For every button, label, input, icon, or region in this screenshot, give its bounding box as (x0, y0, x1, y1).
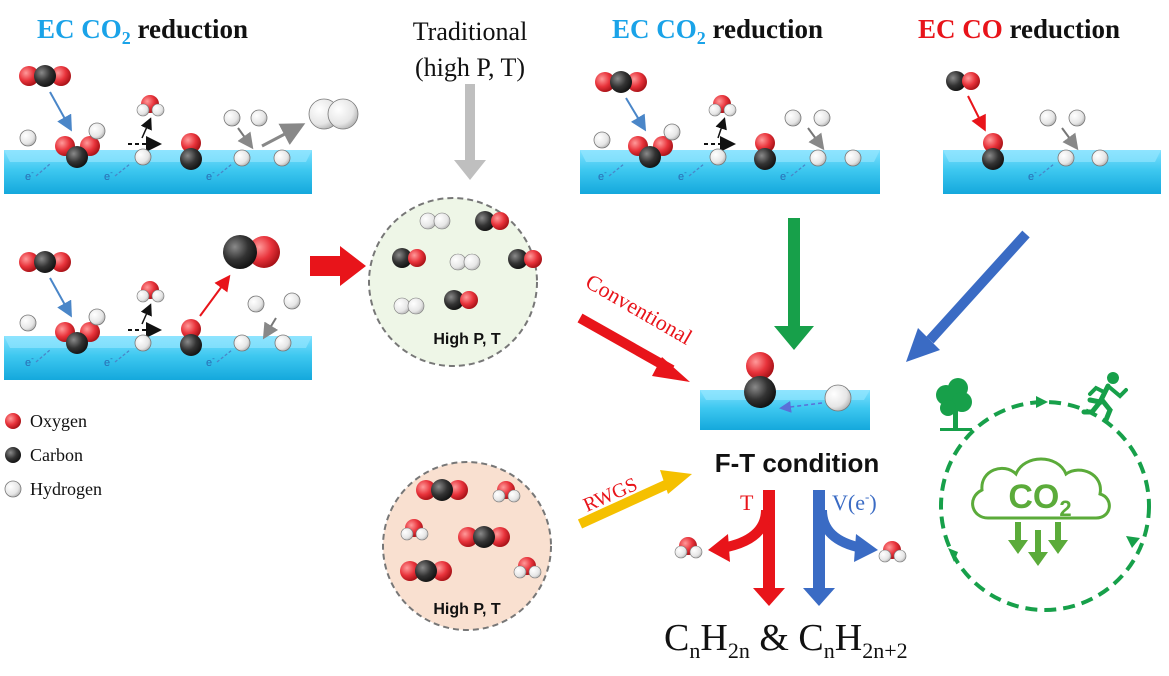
co2-molecule (19, 65, 71, 87)
legend-oxygen-swatch (5, 413, 21, 429)
hydrogen-atom (134, 148, 152, 166)
syngas-molecules (392, 211, 542, 315)
header-ec-co2-left: EC CO2 reduction (37, 14, 248, 48)
circle-label-top: High P, T (433, 331, 500, 348)
hydrogen-atom (663, 123, 681, 141)
hydrocarbon-products: CnH2n & CnH2n+2 (664, 617, 908, 663)
water-molecule (878, 541, 907, 563)
hydrogen-atom (709, 148, 727, 166)
electron-label: e- (1028, 168, 1037, 183)
adsorbed-co2 (55, 322, 100, 354)
header-ec-co2-right: EC CO2 reduction (612, 14, 823, 48)
surface-top-left (4, 150, 312, 194)
hydrogen-atom (273, 149, 291, 167)
hydrogen-atom (134, 334, 152, 352)
electron-label: e- (104, 354, 113, 369)
hydrogen-atom (223, 109, 241, 127)
electron-label: e- (780, 168, 789, 183)
high-pt-circle-syngas (368, 197, 538, 367)
hydrogen-atom (283, 292, 301, 310)
conventional-arrow (577, 313, 690, 382)
legend-hydrogen-label: Hydrogen (30, 479, 102, 499)
co2-cloud-label: CO2 (1008, 478, 1071, 521)
hydrogen-atom (19, 129, 37, 147)
v-branch-arrow (803, 490, 878, 606)
conventional-label: Conventional (582, 269, 697, 350)
hydrogen-atom (1057, 149, 1075, 167)
header-ec-co: EC CO reduction (918, 14, 1120, 44)
adsorbed-co2 (628, 136, 673, 168)
green-down-arrow (774, 218, 814, 350)
legend-hydrogen-swatch (4, 480, 22, 498)
hydrogen-atom (88, 122, 106, 140)
cycle-arrowhead (1126, 536, 1140, 548)
ft-adsorbed-co (744, 352, 776, 408)
hydrogen-atom (233, 149, 251, 167)
legend-carbon-swatch (5, 447, 21, 463)
rwgs-molecules (400, 479, 542, 582)
hydrogen-atom (19, 314, 37, 332)
ft-condition-label: F-T condition (715, 448, 880, 478)
t-label: T (740, 490, 754, 515)
hydrogen-atom (274, 334, 292, 352)
tree-icon (936, 378, 972, 431)
electron-label: e- (25, 168, 34, 183)
electron-label: e- (598, 168, 607, 183)
hydrogen-atom (250, 109, 268, 127)
water-molecule (136, 95, 165, 117)
adsorbed-co2 (55, 136, 100, 168)
surface-bottom-left (4, 336, 312, 380)
hydrogen-atom (809, 149, 827, 167)
legend-carbon-label: Carbon (30, 445, 83, 465)
electron-label: e- (206, 168, 215, 183)
traditional-arrow (454, 84, 486, 180)
running-person-icon (1081, 372, 1128, 423)
water-molecule (708, 95, 737, 117)
legend: Oxygen Carbon Hydrogen (4, 411, 102, 499)
adsorbed-co (180, 319, 202, 356)
hydrogen-atom (844, 149, 862, 167)
blue-diagonal-arrow (906, 230, 1030, 362)
co2-molecule (19, 251, 71, 273)
t-branch-arrow (708, 490, 785, 606)
water-molecule (674, 537, 703, 559)
carbon-cycle-ring (939, 400, 1151, 612)
hydrogen-atom (88, 308, 106, 326)
surface-top-middle (580, 150, 880, 194)
electron-label: e- (206, 354, 215, 369)
cycle-arrowhead (948, 548, 958, 562)
hydrogen-atom (1091, 149, 1109, 167)
electron-label: e- (104, 168, 113, 183)
cycle-arrowhead (1036, 396, 1048, 408)
co-molecule (946, 71, 980, 91)
traditional-condition-label: (high P, T) (415, 53, 525, 82)
circle-label-bottom: High P, T (433, 601, 500, 618)
hydrogen-atom (813, 109, 831, 127)
hydrogen-atom (593, 131, 611, 149)
hydrogen-atom (784, 109, 802, 127)
co2-molecule (595, 71, 647, 93)
rwgs-arrow (577, 470, 692, 529)
legend-oxygen-label: Oxygen (30, 411, 87, 431)
hydrogen-atom (1039, 109, 1057, 127)
adsorbed-co (982, 133, 1004, 170)
voltage-label: V(e-) (832, 489, 877, 515)
adsorbed-co (180, 133, 202, 170)
hydrogen-atom (233, 334, 251, 352)
ft-hydrogen-atom (824, 384, 852, 412)
traditional-label: Traditional (413, 17, 528, 46)
h2-molecule (308, 98, 359, 130)
electron-label: e- (25, 354, 34, 369)
adsorbed-co (754, 133, 776, 170)
water-molecule (136, 281, 165, 303)
surface-top-right (943, 150, 1161, 194)
co2-cloud-icon: CO2 (971, 457, 1111, 566)
electron-label: e- (678, 168, 687, 183)
red-arrow-to-circle (310, 246, 366, 286)
hydrogen-atom (247, 295, 265, 313)
co-molecule-released (223, 235, 280, 269)
hydrogen-atom (1068, 109, 1086, 127)
